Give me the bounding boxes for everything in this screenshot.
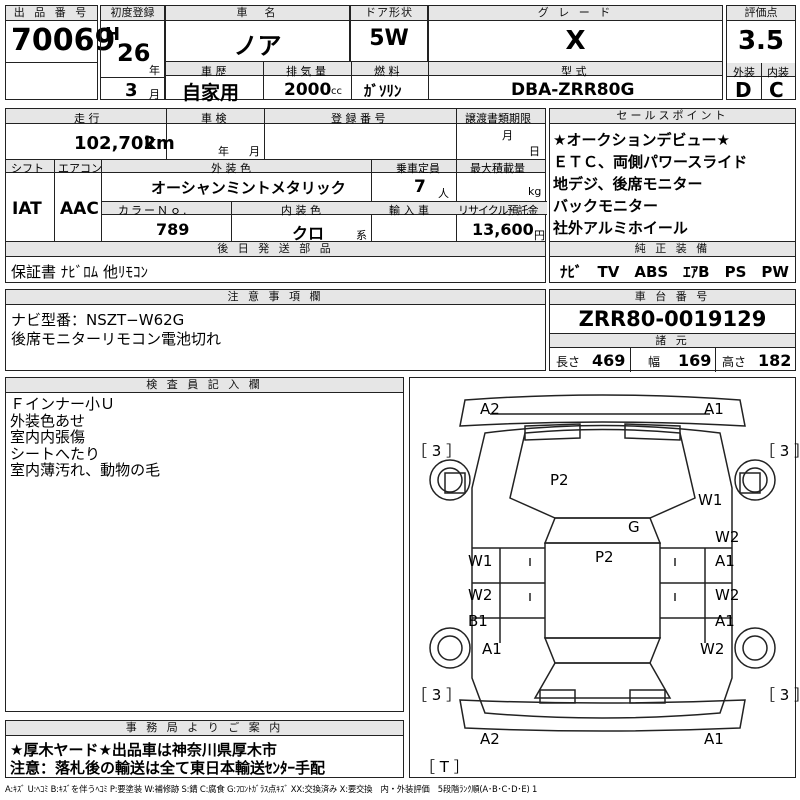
sales-point: ★オークションデビュー★ (553, 131, 730, 149)
fuel: ｶﾞｿﾘﾝ (364, 82, 402, 100)
height: 182 (758, 351, 792, 370)
caution-box: 注 意 事 項 欄 ナビ型番：NSZT−W62G 後席モニターリモコン電池切れ (5, 289, 546, 371)
parts-value: 保証書 ﾅﾋﾞﾛﾑ 他ﾘﾓｺﾝ (11, 263, 149, 281)
mark-door-left-1: W1 (468, 552, 493, 570)
first-reg-box: 初度登録 H 26 年 3 月 (100, 5, 165, 101)
mark-trunk: ［ T ］ (420, 758, 469, 776)
sales-point: ＥＴＣ、両側パワースライド (553, 153, 748, 171)
inspector-line: 室内内張傷 (10, 428, 86, 446)
first-reg-label: 初度登録 (101, 6, 164, 21)
mark-front-left: A2 (480, 400, 500, 418)
interior-grade: C (769, 78, 784, 102)
parts-box: 後 日 発 送 部 品 保証書 ﾅﾋﾞﾛﾑ 他ﾘﾓｺﾝ (5, 241, 546, 283)
inspector-line: 外装色あせ (10, 411, 86, 430)
equipment-value: ﾅﾋﾞ TV ABS ｴｱB PS PW (560, 263, 789, 281)
score-box: 評価点 3.5 外装 内装 D C (726, 5, 796, 102)
mark-door-right-2b: A1 (715, 612, 735, 630)
mark-roof: P2 (595, 548, 614, 566)
reg-month: 3 (125, 80, 138, 101)
capacity: 7 (414, 177, 426, 197)
lot-box: 出 品 番 号 70069 (5, 5, 115, 100)
mark-bracket-fl: ［ 3 ］ (412, 442, 462, 460)
mark-rear-quarter-right: W2 (700, 640, 725, 658)
sales-point: バックモニター (553, 197, 659, 215)
displacement: 2000 (284, 80, 332, 100)
inspector-line: シートへたり (10, 444, 101, 463)
grade-box: グ レ ー ド X (428, 5, 723, 62)
office-box: 事 務 局 よ り ご 案 内 ★厚木ヤード★出品車は神奈川県厚木市 注意：落札… (5, 720, 404, 778)
sales-points-list: ★オークションデビュー★ ＥＴＣ、両側パワースライド 地デジ、後席モニター バッ… (553, 129, 747, 239)
shift: IAT (12, 199, 42, 219)
door-type: 5W (369, 26, 409, 51)
history-row: 車 歴 排 気 量 燃 料 型 式 自家用 2000 cc ｶﾞｿﾘﾝ DBA-… (165, 61, 723, 104)
door-box: ドア形状 5W (350, 5, 428, 62)
body-color: オーシャンミントメタリック (151, 179, 346, 197)
equipment-box: 純 正 装 備 ﾅﾋﾞ TV ABS ｴｱB PS PW (549, 241, 796, 283)
length: 469 (592, 351, 626, 370)
lot-number: 70069 (11, 23, 116, 58)
mark-door-left-2b: B1 (468, 612, 488, 630)
chassis-number: ZRR80-0019129 (578, 307, 767, 331)
mark-bracket-rl: ［ 3 ］ (412, 686, 462, 704)
interior-color: クロ (292, 224, 325, 243)
lot-label: 出 品 番 号 (6, 6, 97, 21)
reg-year: 26 (117, 39, 151, 67)
mark-rear-right: A1 (704, 730, 724, 748)
score: 3.5 (737, 26, 785, 56)
car-outline-diagram (429, 394, 776, 732)
sales-points-box: セールスポイント ★オークションデビュー★ ＥＴＣ、両側パワースライド 地デジ、… (549, 108, 796, 242)
name-box: 車 名 ノア (165, 5, 350, 62)
office-line: 注意：落札後の輸送は全て東日本輸送ｾﾝﾀｰ手配 (10, 759, 326, 777)
caution-line: 後席モニターリモコン電池切れ (11, 330, 222, 348)
chassis-box: 車 台 番 号 ZRR80-0019129 諸 元 長さ 469 幅 169 高… (549, 289, 796, 372)
damage-diagram: A2 A1 ［ 3 ］ ［ 3 ］ P2 W1 G P2 W1 W2 A1 W2… (409, 377, 800, 778)
model: DBA-ZRR80G (511, 80, 635, 100)
inspector-notes: Ｆインナー小Ｕ 外装色あせ 室内内張傷 シートへたり 室内薄汚れ、動物の毛 (10, 396, 160, 479)
mark-bracket-rr: ［ 3 ］ (760, 686, 800, 704)
recycle-fee: 13,600 (472, 220, 534, 239)
mark-front-right: A1 (704, 400, 724, 418)
mark-door-right-1a: W2 (715, 528, 740, 546)
mark-bracket-fr: ［ 3 ］ (760, 442, 800, 460)
grade: X (565, 26, 586, 56)
mark-rear-quarter-left: A1 (482, 640, 502, 658)
mark-door-right-2a: W2 (715, 586, 740, 604)
inspector-line: 室内薄汚れ、動物の毛 (10, 461, 161, 479)
office-line: ★厚木ヤード★出品車は神奈川県厚木市 (10, 741, 277, 759)
width: 169 (678, 351, 712, 370)
specs-box: 走 行 車 検 登 録 番 号 譲渡書類期限 102,702 km 年 月 月 … (5, 108, 547, 243)
exterior-grade: D (735, 78, 752, 102)
color-number: 789 (156, 220, 190, 239)
legend: A:ｷｽﾞ U:ﾍｺﾐ B:ｷｽﾞを伴うﾍｺﾐ P:要塗装 W:補修跡 S:錆 … (5, 784, 538, 794)
caution-line: ナビ型番：NSZT−W62G (11, 311, 185, 329)
sales-point: 地デジ、後席モニター (553, 175, 703, 193)
sales-point: 社外アルミホイール (553, 219, 688, 237)
history: 自家用 (182, 82, 240, 104)
mark-door-right-1b: A1 (715, 552, 735, 570)
inspector-box: 検 査 員 記 入 欄 Ｆインナー小Ｕ 外装色あせ 室内内張傷 シートへたり 室… (5, 377, 404, 712)
air-conditioner: AAC (60, 199, 99, 219)
mark-rear-left: A2 (480, 730, 500, 748)
mark-fender-right: W1 (698, 491, 723, 509)
mark-door-left-2a: W2 (468, 586, 493, 604)
inspector-line: Ｆインナー小Ｕ (10, 395, 116, 413)
era: H (105, 24, 121, 45)
mileage: 102,702 (74, 133, 156, 154)
car-name: ノア (233, 32, 282, 60)
mark-glass: G (628, 518, 640, 536)
mark-hood: P2 (550, 471, 569, 489)
